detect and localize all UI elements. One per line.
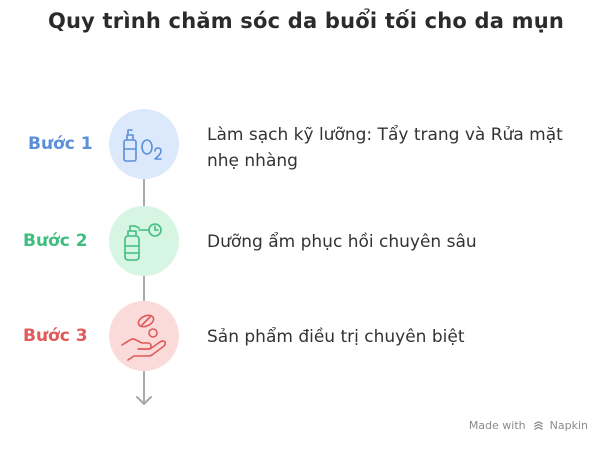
step-1-description: Làm sạch kỹ lưỡng: Tẩy trang và Rửa mặt … <box>207 125 563 171</box>
step-3-label: Bước 3 <box>23 326 88 346</box>
diagram-title: Quy trình chăm sóc da buổi tối cho da mụ… <box>47 9 565 33</box>
connector-line <box>143 178 145 208</box>
step-2-label: Bước 2 <box>23 231 88 251</box>
step-1-circle <box>109 109 179 179</box>
made-with-napkin: Made with Napkin <box>469 419 588 432</box>
step-3-description: Sản phẩm điều trị chuyên biệt <box>207 327 465 347</box>
step-1-label: Bước 1 <box>28 134 93 154</box>
step-2-circle <box>109 206 179 276</box>
napkin-logo-icon <box>534 421 543 430</box>
arrow-down-icon <box>136 383 152 405</box>
step-2-description: Dưỡng ẩm phục hồi chuyên sâu <box>207 232 477 252</box>
connector-line <box>143 368 145 388</box>
spray-bottle-timer-icon <box>124 223 162 261</box>
connector-line <box>143 274 145 302</box>
made-with-text: Made with <box>468 419 526 432</box>
step-3-circle <box>109 301 179 371</box>
napkin-brand: Napkin <box>549 419 588 432</box>
cleanser-bottle-icon <box>123 129 162 162</box>
hand-pill-icon <box>121 314 167 361</box>
